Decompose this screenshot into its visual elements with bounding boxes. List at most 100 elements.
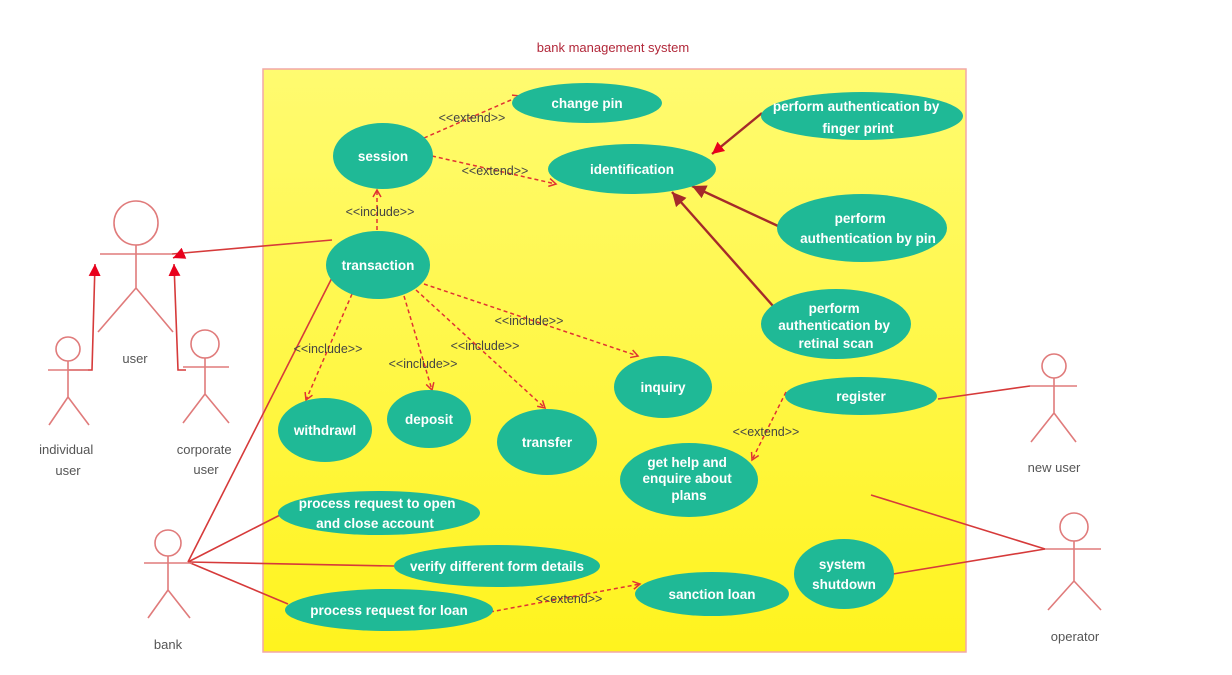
svg-text:individual user: individual user	[39, 442, 97, 478]
usecase-verify-form[interactable]: verify different form details	[394, 545, 600, 587]
usecase-transfer[interactable]: transfer	[497, 409, 597, 475]
assoc-operator-system	[870, 494, 1046, 550]
usecase-process-loan[interactable]: process request for loan	[285, 589, 493, 631]
actor-label: bank	[154, 637, 183, 652]
svg-text:perform authentication: perform authentication by retinal scan	[778, 301, 894, 351]
svg-text:session: session	[358, 149, 408, 164]
actor-individual-user[interactable]: individual user	[39, 336, 97, 478]
actor-new-user[interactable]: new user	[1028, 353, 1081, 475]
usecase-label: sanction loan	[668, 587, 755, 602]
svg-text:sanction loan: sanction loan	[668, 587, 755, 602]
usecase-sanction-loan[interactable]: sanction loan	[635, 572, 789, 616]
svg-text:user: user	[122, 351, 148, 366]
actor-label: individual	[39, 442, 93, 457]
usecase-withdrawl[interactable]: withdrawl	[278, 398, 372, 462]
label-extend-changepin: <<extend>>	[439, 111, 506, 125]
usecase-label: inquiry	[640, 380, 685, 395]
usecase-auth-pin[interactable]: perform authentication by pin	[777, 194, 947, 262]
usecase-label: plans	[671, 488, 706, 503]
actor-label: user	[122, 351, 148, 366]
usecase-label: finger print	[822, 121, 894, 136]
actor-corporate-user[interactable]: corporate user	[177, 329, 236, 477]
actor-label: user	[193, 462, 219, 477]
gen-corporate-user	[168, 263, 186, 371]
dep-register-help	[750, 391, 787, 462]
assoc-bank-transaction	[187, 261, 341, 563]
svg-text:perform authentication: perform authentication by pin	[800, 211, 936, 246]
usecase-transaction[interactable]: transaction	[326, 231, 430, 299]
svg-text:transaction: transaction	[342, 258, 415, 273]
usecase-change-pin[interactable]: change pin	[512, 83, 662, 123]
svg-text:corporate user: corporate user	[177, 442, 236, 477]
actors: user individual user corporate user bank	[39, 200, 1102, 652]
svg-text:process request to open: process request to open and close accoun…	[299, 496, 460, 531]
svg-text:inquiry: inquiry	[640, 380, 685, 395]
gen-retinal-identification	[671, 191, 774, 307]
gen-finger-identification	[711, 112, 763, 155]
usecase-label: transfer	[522, 435, 573, 450]
usecase-label: withdrawl	[293, 423, 356, 438]
assoc-bank-verify	[187, 561, 395, 567]
usecase-label: authentication by	[778, 318, 890, 333]
svg-text:verify different form details: verify different form details	[410, 559, 584, 574]
usecase-label: register	[836, 389, 886, 404]
actor-label: corporate	[177, 442, 232, 457]
assoc-operator-shutdown	[892, 548, 1046, 575]
dep-loan-sanction	[489, 580, 642, 613]
actor-operator[interactable]: operator	[1045, 512, 1102, 644]
svg-text:transfer: transfer	[522, 435, 573, 450]
dep-transaction-withdrawl	[304, 293, 353, 402]
usecase-session[interactable]: session	[333, 123, 433, 189]
usecase-identification[interactable]: identification	[548, 144, 716, 194]
actor-label: user	[55, 463, 81, 478]
dep-transaction-inquiry	[423, 283, 640, 359]
usecase-label: identification	[590, 162, 674, 177]
usecase-label: perform	[835, 211, 886, 226]
usecase-deposit[interactable]: deposit	[387, 390, 471, 448]
usecase-process-open-close[interactable]: process request to open and close accoun…	[278, 491, 480, 535]
usecase-label: get help and	[647, 455, 727, 470]
usecase-register[interactable]: register	[785, 377, 937, 415]
label-include-withdrawl: <<include>>	[294, 342, 363, 356]
usecase-label: transaction	[342, 258, 415, 273]
label-include-session: <<include>>	[346, 205, 415, 219]
usecase-label: change pin	[551, 96, 622, 111]
usecase-system-shutdown[interactable]: system shutdown	[794, 539, 894, 609]
svg-text:new user: new user	[1028, 460, 1081, 475]
usecase-label: authentication by pin	[800, 231, 936, 246]
use-cases: change pin session identification perfor…	[278, 83, 963, 631]
usecase-get-help[interactable]: get help and enquire about plans	[620, 443, 758, 517]
assoc-bank-open-close	[187, 513, 283, 563]
usecase-inquiry[interactable]: inquiry	[614, 356, 712, 418]
stereotype-labels: <<extend>> <<extend>> <<include>> <<incl…	[294, 111, 800, 606]
dep-session-changepin	[423, 94, 522, 139]
label-include-transfer: <<include>>	[451, 339, 520, 353]
svg-text:get help and enquire a: get help and enquire about plans	[642, 455, 735, 503]
usecase-auth-retinal[interactable]: perform authentication by retinal scan	[761, 289, 911, 359]
actor-user[interactable]: user	[97, 200, 174, 366]
svg-text:register: register	[836, 389, 886, 404]
label-extend-help: <<extend>>	[733, 425, 800, 439]
assoc-user-transaction	[171, 239, 333, 255]
svg-text:deposit: deposit	[405, 412, 454, 427]
usecase-label: perform authentication by	[773, 99, 940, 114]
usecase-label: enquire about	[642, 471, 732, 486]
usecase-auth-finger[interactable]: perform authentication by finger print	[761, 92, 963, 140]
dep-transaction-deposit	[403, 295, 435, 392]
gen-individual-user	[68, 263, 101, 371]
system-title: bank management system	[537, 40, 689, 55]
svg-text:identification: identification	[590, 162, 674, 177]
svg-text:bank: bank	[154, 637, 183, 652]
svg-text:perform authentication by: perform authentication by finger print	[773, 99, 943, 136]
svg-text:process request for loan: process request for loan	[310, 603, 468, 618]
actor-bank[interactable]: bank	[144, 529, 192, 652]
gen-user-assoc-tip	[172, 247, 187, 259]
usecase-label: session	[358, 149, 408, 164]
usecase-label: verify different form details	[410, 559, 584, 574]
usecase-label: and close account	[316, 516, 434, 531]
assoc-newuser-register	[937, 385, 1031, 400]
svg-text:change pin: change pin	[551, 96, 622, 111]
usecase-label: retinal scan	[798, 336, 873, 351]
gen-pin-identification	[691, 184, 779, 228]
dep-transaction-transfer	[415, 289, 547, 410]
